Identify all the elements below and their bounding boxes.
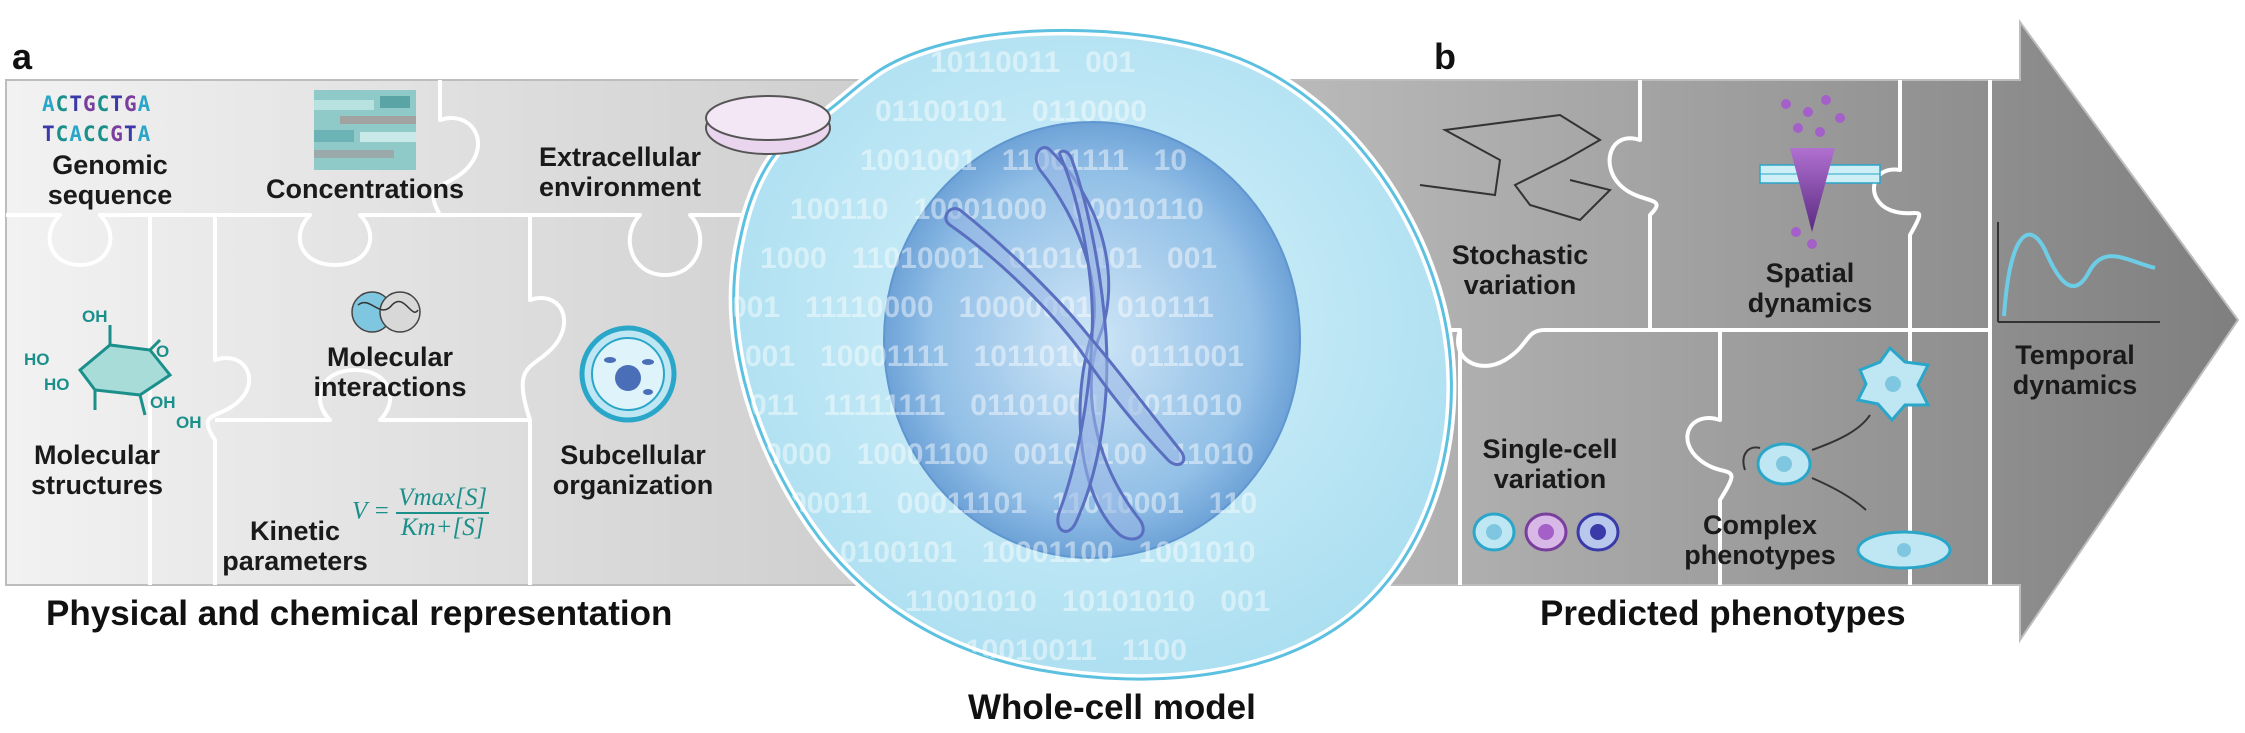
spatial-label-line-2: dynamics [1747,288,1873,318]
single-cell-icons [1472,512,1620,552]
single-cell-label-line-1: Single-cell [1482,434,1618,464]
right-puzzle-lines [1420,80,1992,585]
formula-lhs: V = [352,497,390,525]
binary-row: 001 10001111 10110100 0111001 [745,340,1244,373]
section-title-right: Predicted phenotypes [1540,594,1906,633]
binary-row: 10110011 001 [930,46,1135,79]
kinetic-parameters-label: Kinetic parameters [210,516,380,576]
spatial-label-line-1: Spatial [1765,258,1855,288]
section-title-center: Whole-cell model [968,688,1256,727]
extracellular-environment-label: Extracellular environment [520,142,720,202]
genome-sequence-line-1: ACTGCTGA [42,92,152,116]
genome-sequence-line-2: TCACCGTA [42,122,152,146]
genomic-sequence-label-line-1: Genomic [52,150,168,180]
michaelis-menten-formula: V = Vmax[S] Km+[S] [352,484,490,542]
panel-label-b: b [1434,36,1456,77]
molecular-interactions-label-line-2: interactions [313,372,467,402]
svg-text:OH: OH [150,393,176,412]
formula-numerator: Vmax[S] [396,484,490,514]
subcellular-label-line-1: Subcellular [560,440,706,470]
petri-dish [705,95,831,155]
stochastic-variation-label: Stochastic variation [1420,240,1620,300]
svg-text:OH: OH [176,413,202,432]
spatial-dynamics-label: Spatial dynamics [1720,258,1900,318]
complex-label-line-2: phenotypes [1684,540,1836,570]
binary-row: 001 11110000 10000001 010111 [730,291,1214,324]
binary-row: 11001010 10101010 001 [905,585,1270,618]
stochastic-label-line-2: variation [1463,270,1577,300]
molecular-structures-label: Molecular structures [22,440,172,500]
single-cell-label-line-2: variation [1493,464,1607,494]
svg-text:OH: OH [82,307,108,326]
genomic-sequence-label: Genomic sequence [40,150,180,210]
molecular-structures-label-line-1: Molecular [33,440,161,470]
panel-label-a: a [12,36,33,77]
subcellular-label-line-2: organization [552,470,714,500]
kinetic-parameters-label-line-2: parameters [222,546,368,576]
binary-code-overlay: 10110011 001 01100101 0110000 1001001 1100… [730,46,1271,667]
single-cell-variation-label: Single-cell variation [1460,434,1640,494]
glucose-molecule [77,325,173,416]
protein-complex-icon [351,291,421,333]
left-puzzle-lines [6,80,780,585]
complex-label-line-1: Complex [1702,510,1818,540]
genomic-sequence-label-line-2: sequence [47,180,173,210]
concentrations-heatmap [314,90,416,170]
svg-text:O: O [156,342,169,361]
temporal-label-line-2: dynamics [2012,370,2138,400]
extracellular-label-line-1: Extracellular [538,142,702,172]
section-title-left: Physical and chemical representation [46,594,673,633]
binary-row: 01100101 0110000 [875,95,1147,128]
concentrations-label: Concentrations [265,174,465,204]
svg-text:HO: HO [44,375,70,394]
extracellular-label-line-2: environment [538,172,702,202]
subcellular-organization-label: Subcellular organization [538,440,728,500]
molecular-interactions-label: Molecular interactions [300,342,480,402]
molecular-structures-label-line-2: structures [30,470,164,500]
binary-row: 00011 00011101 11010001 110 [790,487,1257,520]
whole-cell: 10110011 001 01100101 0110000 1001001 1100… [728,25,1457,685]
kinetic-parameters-label-line-1: Kinetic [249,516,341,546]
binary-row: 011 11111111 01101001 0011010 [750,389,1242,422]
complex-phenotypes-label: Complex phenotypes [1670,510,1850,570]
binary-row: 0100101 10001100 1001010 [840,536,1255,569]
formula-denominator: Km+[S] [400,514,485,541]
formula-fraction: Vmax[S] Km+[S] [396,484,490,542]
molecular-interactions-label-line-1: Molecular [326,342,454,372]
temporal-dynamics-label: Temporal dynamics [1990,340,2160,400]
complex-phenotype-icons [1742,345,1952,570]
membrane-channel-icon [1759,95,1881,249]
random-walk-icon [1419,113,1612,222]
glucose-atoms: OH HO HO OH OH O [24,307,202,432]
subcellular-cell-icon [579,325,677,423]
temporal-label-line-1: Temporal [2015,340,2135,370]
binary-row: 100110 10001000 00010110 [790,193,1204,226]
chromosome [944,146,1186,541]
binary-row: 1001001 11001111 10 [860,144,1187,177]
temporal-dynamics-plot [1997,222,2160,323]
svg-text:HO: HO [24,350,50,369]
stochastic-label-line-1: Stochastic [1451,240,1589,270]
